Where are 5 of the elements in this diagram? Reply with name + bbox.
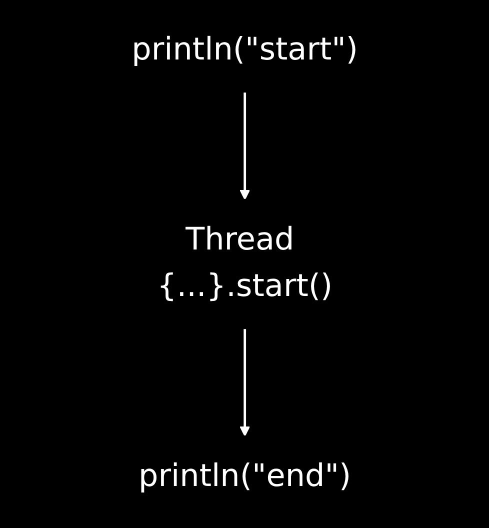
node-text: println("end") (138, 458, 351, 495)
node-text: println("start") (131, 32, 358, 68)
arrow (239, 328, 250, 436)
arrow (239, 92, 250, 200)
node-text: Thread {...}.start() (156, 222, 332, 305)
